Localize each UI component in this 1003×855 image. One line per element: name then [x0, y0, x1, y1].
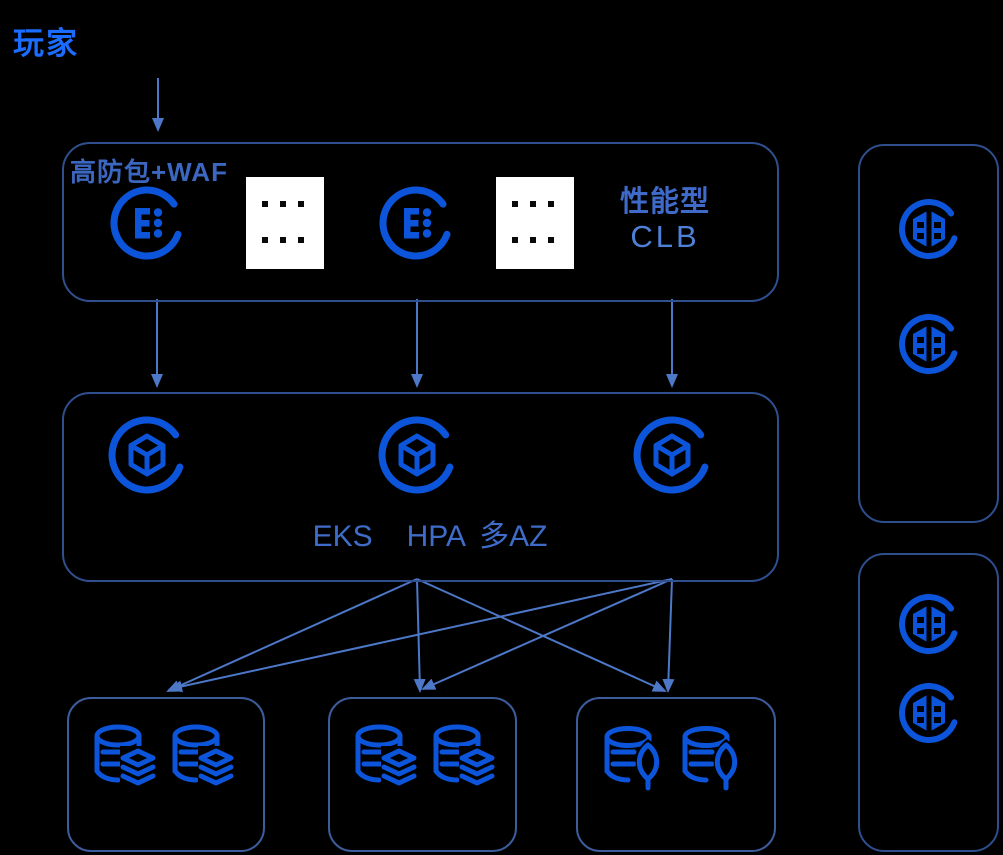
eks-icon: [633, 416, 709, 494]
waf-clb-box: [62, 142, 779, 302]
redis-db-box-left: [67, 697, 265, 852]
clb-icon: [379, 186, 451, 260]
ellipsis-placeholder-icon: [246, 177, 324, 269]
redis-database-icon: [94, 724, 159, 789]
server-icon: [899, 199, 958, 260]
mongodb-db-box: [576, 697, 776, 852]
arrow-eks2-to-db-right: [662, 578, 675, 693]
clb-icon: [110, 186, 182, 260]
redis-database-icon: [433, 724, 498, 789]
arrow-eks2-to-db-left: [168, 578, 673, 693]
clb-type-label: 性能型 CLB: [595, 186, 735, 255]
mongodb-database-icon: [682, 726, 739, 791]
server-icon: [899, 314, 958, 375]
server-icon: [899, 594, 958, 655]
mongodb-database-icon: [604, 726, 661, 791]
player-label: 玩家: [13, 26, 79, 61]
arrow-eks1-to-db-right: [416, 578, 667, 692]
eks-label-row: EKS HPA 多AZ: [262, 511, 598, 555]
redis-database-icon: [172, 724, 237, 789]
server-panel-top: [858, 144, 999, 523]
multi-az-label: 多AZ: [479, 520, 548, 553]
arrow-eks1-to-db-mid: [413, 578, 426, 693]
arrow-eks2-to-db-mid: [421, 578, 673, 690]
arrow-eks1-to-db-left: [166, 578, 418, 692]
waf-box-label: 高防包+WAF: [70, 157, 228, 187]
eks-box: [62, 392, 779, 582]
hpa-label: HPA: [406, 520, 467, 553]
server-icon: [899, 683, 958, 744]
redis-db-box-mid: [328, 697, 517, 852]
server-panel-bottom: [858, 553, 999, 852]
redis-database-icon: [355, 724, 420, 789]
clb-type-line2: CLB: [630, 219, 700, 255]
ellipsis-placeholder-icon: [496, 177, 574, 269]
clb-type-line1: 性能型: [619, 186, 710, 218]
eks-label: EKS: [312, 520, 373, 553]
eks-icon: [108, 416, 184, 494]
eks-icon: [378, 416, 454, 494]
